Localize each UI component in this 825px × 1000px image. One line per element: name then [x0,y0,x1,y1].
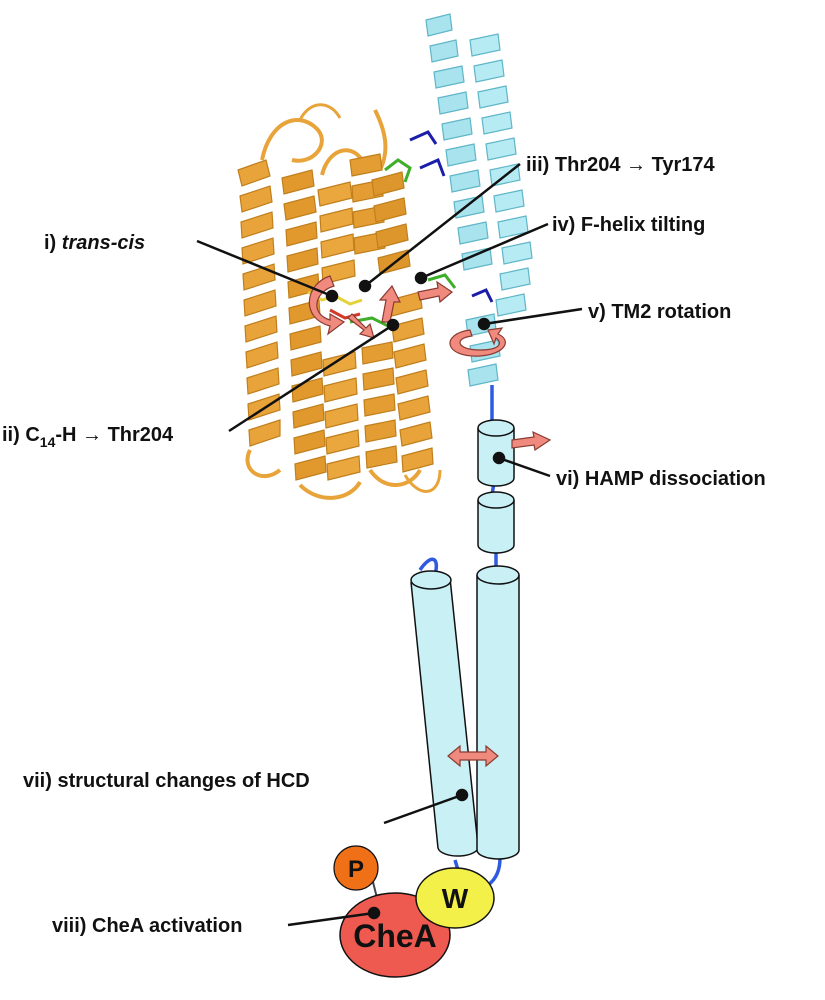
hcd-double-arrow [448,746,498,766]
label-chea-activation: viii) CheA activation [52,915,242,937]
label-c14h-thr204: ii) C14-H → Thr204 [2,424,174,450]
label-trans-cis: i) trans-cis [44,232,145,254]
p-label: P [348,856,364,883]
chea-complex: CheA W P [334,846,494,977]
chea-label: CheA [353,918,437,954]
hamp-arrow [512,432,550,450]
rhodopsin-structure [238,105,455,498]
tm2-helices [410,14,532,386]
hcd-right-cylinder [477,566,519,859]
label-hcd-changes: vii) structural changes of HCD [23,770,310,792]
w-label: W [442,883,469,914]
hcd-left-cylinder [411,571,478,856]
label-tm2-rotation: v) TM2 rotation [588,301,731,323]
hamp-cylinder-2 [478,492,514,553]
label-thr204-tyr174: iii) Thr204 → Tyr174 [526,154,715,176]
label-hamp-dissociation: vi) HAMP dissociation [556,468,766,490]
f-helix-arrow [418,282,452,302]
label-f-helix-tilting: iv) F-helix tilting [552,214,705,236]
